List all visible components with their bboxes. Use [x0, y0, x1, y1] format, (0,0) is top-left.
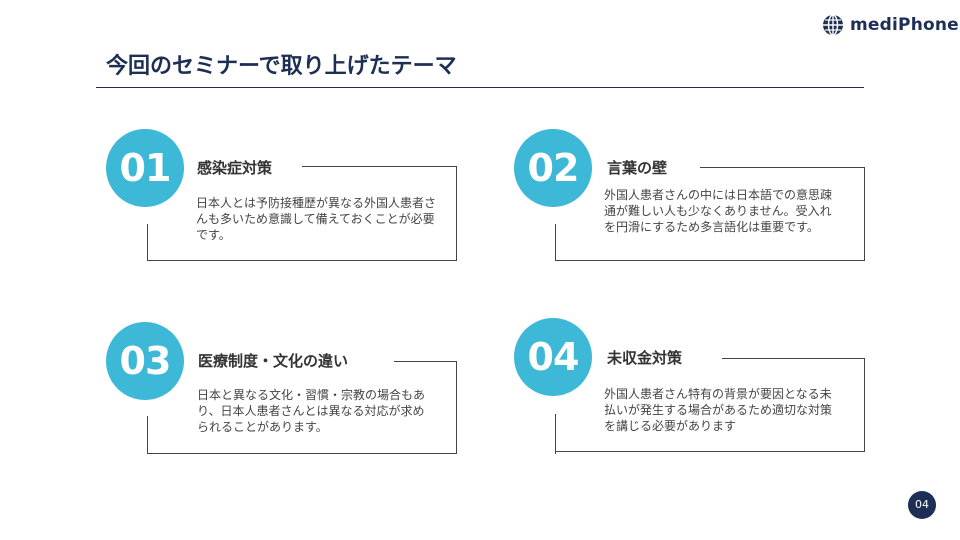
brand-name: mediPhone: [850, 15, 959, 35]
card-frame: [555, 358, 865, 452]
card-number-badge: 02: [514, 129, 592, 207]
card-frame-left: [555, 224, 556, 261]
page-number-badge: 04: [908, 491, 936, 519]
card-number-badge: 04: [514, 318, 592, 396]
card-frame: [147, 361, 457, 454]
card-title: 感染症対策: [197, 159, 273, 177]
card-number-badge: 01: [106, 129, 184, 207]
card-frame-left: [147, 224, 148, 261]
card-body: 日本と異なる文化・習慣・宗教の場合もあり、日本人患者さんとは異なる対応が求められ…: [197, 388, 426, 434]
card-frame: [147, 166, 457, 261]
card-number-badge: 03: [106, 322, 184, 400]
globe-icon: [823, 14, 843, 36]
card-frame-top: [700, 167, 864, 168]
card-frame: [555, 167, 865, 261]
card-title: 未収金対策: [607, 349, 683, 367]
card-frame-top: [302, 166, 456, 167]
card-body: 日本人とは予防接種歴が異なる外国人患者さんも多いため意識して備えておくことが必要…: [196, 196, 437, 242]
card-title: 言葉の壁: [607, 159, 668, 177]
title-divider: [96, 87, 864, 88]
brand-logo: mediPhone: [822, 14, 959, 36]
card-body: 外国人患者さんの中には日本語での意思疎通が難しい人も少なくありません。受入れを円…: [604, 188, 833, 234]
page-title: 今回のセミナーで取り上げたテーマ: [106, 54, 457, 79]
card-frame-left: [147, 416, 148, 453]
card-frame-top: [722, 358, 864, 359]
card-frame-left: [555, 414, 556, 454]
card-title: 医療制度・文化の違い: [198, 352, 349, 370]
card-body: 外国人患者さん特有の背景が要因となる未払いが発生する場合があるため適切な対策を講…: [604, 387, 833, 433]
card-frame-top: [394, 361, 456, 362]
